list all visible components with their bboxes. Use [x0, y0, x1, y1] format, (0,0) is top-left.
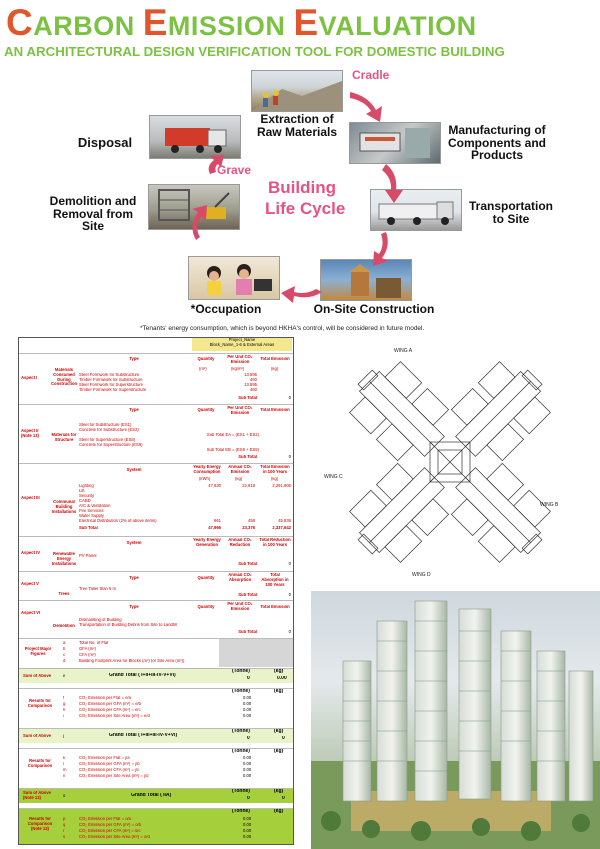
arrow-transport — [373, 232, 388, 266]
cycle-arrows — [192, 92, 403, 303]
label-life-cycle-2: Life Cycle — [265, 199, 346, 218]
footnote-tenants: *Tenants' energy consumption, which is b… — [140, 325, 425, 332]
stage-extraction: Extraction of Raw Materials — [256, 112, 338, 139]
photo-raw-materials — [251, 70, 343, 112]
results-3: Results for Comparison (Note 13) (Tonne)… — [19, 808, 293, 844]
photo-construction — [320, 259, 412, 301]
stage-construction: On-Site Construction — [313, 302, 435, 316]
arrow-manufacturing — [382, 164, 403, 203]
arrow-grave — [208, 155, 224, 174]
figures-input-area — [219, 639, 293, 667]
aspect-2: Aspect II (Note 13) Materials for Struct… — [19, 404, 293, 463]
poster-subtitle: AN ARCHITECTURAL DESIGN VERIFICATION TOO… — [4, 44, 505, 59]
photo-transportation — [370, 189, 462, 231]
stage-disposal: Disposal — [77, 135, 133, 150]
aspect-6: Aspect VI Demolition Type Quantity Per U… — [19, 600, 293, 637]
label-cradle: Cradle — [352, 68, 390, 82]
stage-transportation: Transportation to Site — [468, 199, 553, 226]
photo-manufacturing — [349, 122, 441, 164]
stage-manufacturing: Manufacturing of Components and Products — [448, 123, 546, 163]
photo-occupation — [188, 256, 280, 300]
aspect-1: Aspect I Materials Consumed During Const… — [19, 353, 293, 404]
building-rendering — [311, 591, 600, 849]
aspect-3: Aspect III Communal Building Installatio… — [19, 463, 293, 536]
stage-demolition: Demolition and Removal from Site — [49, 194, 137, 234]
aspect-5: Aspect V Trees Type Quantity Annual CO₂ … — [19, 571, 293, 600]
emission-table: Project_Name Block_Name_1-6 & External A… — [18, 337, 294, 845]
arrow-cradle — [350, 92, 382, 122]
label-wing-a: WING A — [394, 348, 413, 354]
grand-total-1: Sum of Above e Grand Total ( I+II+III-IV… — [19, 668, 293, 683]
label-wing-c: WING C — [324, 474, 343, 480]
label-wing-b: WING B — [540, 502, 559, 508]
aspect-4: Aspect IV Renewable Energy Installations… — [19, 536, 293, 571]
label-grave: Grave — [217, 163, 252, 177]
floor-plan: WING A WING B WING C WING D — [318, 338, 582, 584]
label-wing-d: WING D — [412, 572, 431, 578]
grand-total-2: Sum of Above j Grand Total ( I+III+III-I… — [19, 728, 293, 743]
project-name: Project_Name Block_Name_1-6 & External A… — [192, 338, 292, 351]
results-2: Results for Comparison (Tonne) (kg) k l … — [19, 748, 293, 782]
project-figures: Project Major Figures a b c d Total No. … — [19, 638, 293, 667]
arrow-occupation — [192, 205, 207, 240]
stage-occupation: *Occupation — [190, 302, 262, 316]
label-life-cycle-1: Building — [268, 178, 336, 197]
arrow-construction — [281, 286, 322, 303]
photo-disposal — [149, 115, 241, 159]
poster-title: CARBON EMISSION EVALUATION — [6, 2, 477, 43]
grand-total-3: Sum of Above (Note 13) o Grand Total ( I… — [19, 788, 293, 803]
results-1: Results for Comparison (Tonne) (kg) f g … — [19, 688, 293, 722]
